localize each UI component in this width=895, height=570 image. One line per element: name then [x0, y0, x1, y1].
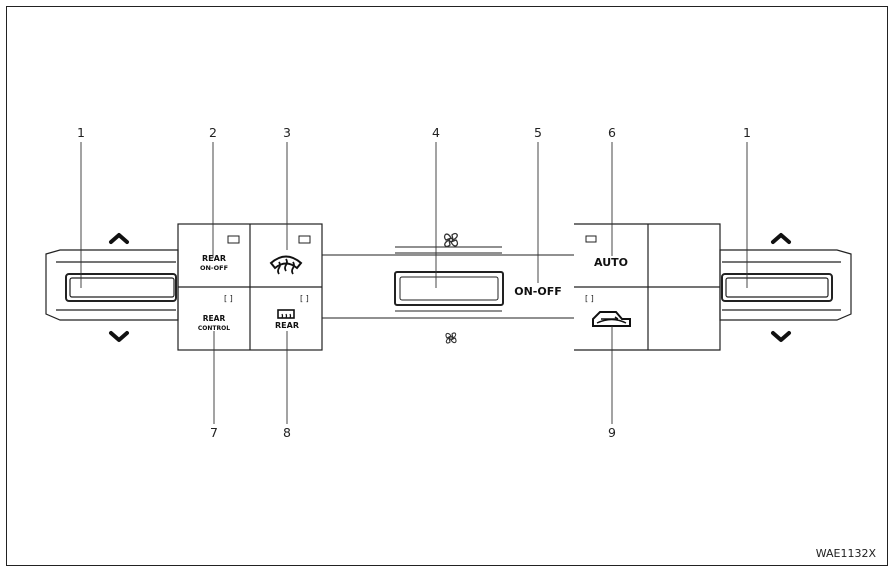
reference-code: WAE1132X	[816, 547, 877, 560]
front-defroster-icon	[269, 255, 303, 275]
fan-display	[394, 271, 504, 306]
fan-small-icon	[445, 332, 457, 344]
callout-6: 6	[608, 125, 616, 140]
callout-2: 2	[209, 125, 217, 140]
air-recirculation-icon	[592, 311, 631, 327]
right-temp-down-icon[interactable]	[771, 331, 791, 342]
recirculation-indicator: [ ]	[585, 294, 594, 303]
rear-control-indicator: [ ]	[224, 294, 233, 303]
auto-label: AUTO	[594, 256, 628, 269]
auto-button[interactable]: AUTO	[585, 235, 628, 269]
right-button-block	[574, 223, 721, 351]
rear-on-off-button[interactable]: REAR ON-OFF	[200, 235, 240, 272]
callout-leaders	[80, 142, 748, 424]
right-temperature-dial[interactable]	[719, 249, 852, 321]
left-temp-up-icon[interactable]	[109, 233, 129, 244]
panel-rails	[322, 246, 574, 319]
rear-control-label-line1: REAR	[203, 314, 226, 323]
rear-on-off-label-line2: ON-OFF	[200, 264, 228, 272]
rear-control-button[interactable]: [ ] REAR CONTROL	[198, 294, 233, 332]
left-button-block	[177, 223, 323, 351]
callout-1-left: 1	[77, 125, 85, 140]
callout-3: 3	[283, 125, 291, 140]
right-temp-up-icon[interactable]	[771, 233, 791, 244]
rear-defroster-indicator: [ ]	[300, 294, 309, 303]
on-off-button[interactable]: ON-OFF	[514, 285, 562, 298]
rear-defroster-icon	[277, 309, 295, 319]
callout-8: 8	[283, 425, 291, 440]
front-defroster-button[interactable]	[269, 235, 311, 275]
rear-on-off-label-line1: REAR	[202, 254, 226, 263]
on-off-label: ON-OFF	[514, 285, 562, 298]
callout-7: 7	[210, 425, 218, 440]
rear-defroster-button[interactable]: [ ] REAR	[275, 294, 309, 330]
callout-9: 9	[608, 425, 616, 440]
left-temp-down-icon[interactable]	[109, 331, 129, 342]
fan-icon	[443, 232, 459, 248]
callout-1-right: 1	[743, 125, 751, 140]
callout-4: 4	[432, 125, 440, 140]
rear-defroster-label: REAR	[275, 321, 299, 330]
rear-control-label-line2: CONTROL	[198, 325, 230, 332]
diagram-frame	[6, 6, 888, 566]
air-recirculation-button[interactable]: [ ]	[585, 294, 631, 327]
callout-5: 5	[534, 125, 542, 140]
left-temperature-dial[interactable]	[45, 249, 179, 321]
